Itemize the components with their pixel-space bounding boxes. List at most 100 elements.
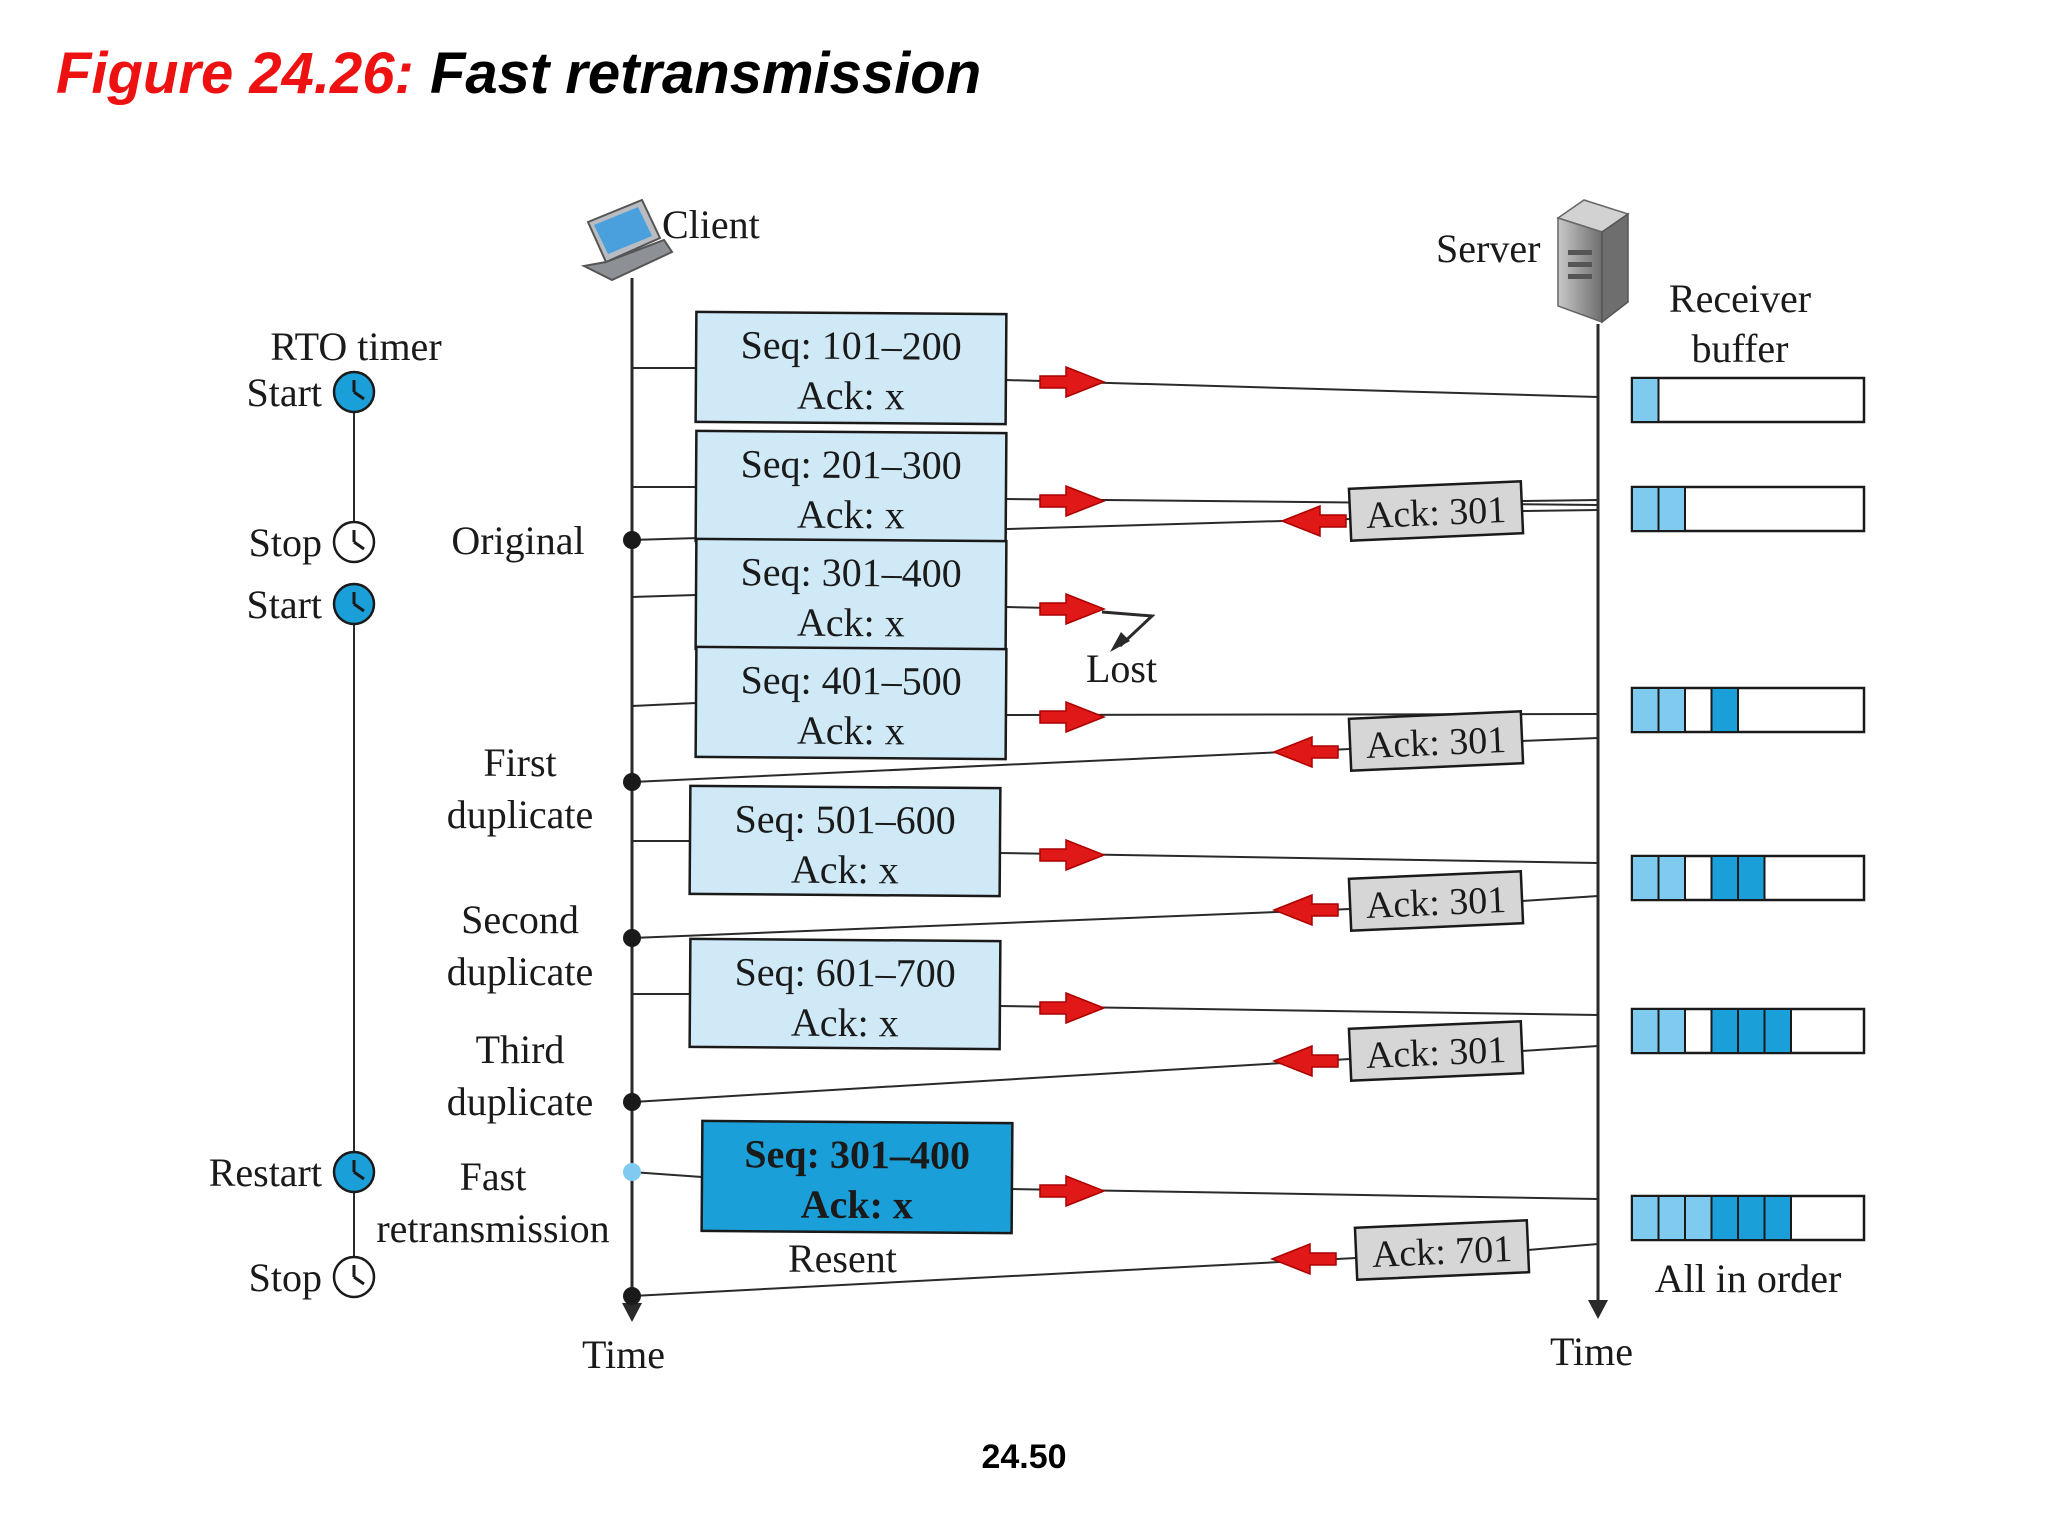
buffer-cell [1631,1195,1660,1241]
buffer-cell [1710,855,1739,901]
segment-seq: Seq: 301–400 [744,1131,970,1178]
red-arrow-right [1039,838,1107,872]
ack-line-from-server [1521,737,1599,742]
rto-timer-stop: Stop [249,1255,376,1300]
fast-retransmit-trigger-dot [623,1163,641,1181]
buffer-cell [1737,1008,1766,1054]
lost-label: Lost [1086,646,1157,691]
buffer-cell [1710,1008,1739,1054]
buffer-frame [1630,376,1866,424]
receiver-buffer [1630,485,1866,533]
rto-timer-start: Start [246,370,376,415]
ack-line-from-server [1521,509,1599,512]
receiver-buffer-states [1630,376,1866,1242]
buffer-cell [1631,687,1660,733]
server-label: Server [1436,226,1540,271]
buffer-cell [1657,687,1686,733]
ack-line-from-server [1521,499,1599,502]
ack-line-from-server [1521,1045,1599,1052]
clock-hand-minute [353,602,365,613]
segment-ack: Ack: x [801,1182,914,1228]
figure-title: Figure 24.26: Fast retransmission [56,40,981,107]
ack-line-to-client [631,1257,1357,1297]
page-number: 24.50 [981,1438,1067,1476]
ack-box [1347,709,1525,773]
ack-event-label: Second [461,897,579,942]
clock-hand-minute [353,540,365,551]
red-arrow-right [1039,700,1107,734]
figure-caption: Fast retransmission [429,41,982,106]
ack-line-from-server [1521,895,1599,902]
buffer-cell [1657,855,1686,901]
buffer-cell [1737,1195,1766,1241]
ack-text: Ack: 301 [1365,1029,1507,1077]
ack-text: Ack: 301 [1365,719,1507,767]
receiver-buffer [1630,376,1866,424]
segment-seq: Seq: 101–200 [740,322,961,369]
segment-seq: Seq: 401–500 [740,657,961,704]
ack-text: Ack: 701 [1371,1228,1513,1276]
resent-label: Resent [788,1236,897,1281]
rto-timer-stop: Stop [249,520,376,565]
segment-line-to-server [1011,1188,1599,1200]
rto-timer-label: Stop [249,1255,322,1300]
ack-packet: Ack: 301 [1347,709,1525,773]
segment-line-to-packet [631,702,697,707]
clock-hand-minute [353,390,365,401]
ack-text: Ack: 301 [1365,879,1507,927]
rto-timer-label: Restart [209,1150,322,1195]
buffer-cell [1657,486,1686,532]
ack-line-to-client [631,908,1351,939]
lost-marker [1101,610,1156,652]
server-time-label: Time [1550,1329,1633,1374]
ack-arrival-dot [623,929,641,947]
segment-ack: Ack: x [791,847,899,893]
red-arrow-left [1279,504,1347,538]
ack-event-label: Third [476,1027,565,1072]
buffer-cell [1657,1008,1686,1054]
ack-event-label: Original [451,518,584,563]
buffer-cell [1710,1195,1739,1241]
receiver-buffer-label-line2: buffer [1692,326,1789,371]
ack-arrival-dot [623,773,641,791]
segment-box [694,310,1008,426]
all-in-order-label: All in order [1655,1256,1842,1301]
red-arrow-right [1039,484,1107,518]
buffer-cell [1631,1008,1660,1054]
buffer-cell [1737,855,1766,901]
ack-arrival-dot [623,1287,641,1305]
red-arrow-left [1269,1242,1337,1276]
client-label: Client [662,202,760,247]
ack-packet: Ack: 301 [1347,869,1525,933]
ack-event-labels: OriginalFirstduplicateSecondduplicateThi… [376,518,609,1251]
ack-packet: Ack: 301 [1347,479,1525,543]
buffer-cell [1631,486,1660,532]
segment-box [700,1119,1014,1235]
receiver-buffer [1630,1194,1866,1242]
server-tower-icon [1556,199,1630,324]
red-arrow-left [1271,735,1339,769]
ack-packet: Ack: 301 [1347,1019,1525,1083]
ack-event-label: First [483,740,556,785]
ack-event-label: duplicate [447,792,594,837]
segment-ack: Ack: x [797,492,905,538]
ack-arrival-dot [623,531,641,549]
ack-text: Ack: 301 [1365,489,1507,537]
ack-box [1347,869,1525,933]
segment-ack: Ack: x [797,708,905,754]
receiver-buffer-label-line1: Receiver [1669,276,1811,321]
ack-event-label: Fast [460,1154,527,1199]
buffer-cell [1631,377,1660,423]
segment-ack: Ack: x [797,373,905,419]
red-arrow-right [1039,991,1107,1025]
ack-line-to-client [631,1058,1351,1103]
segment-ack: Ack: x [797,600,905,646]
red-arrow-right [1039,592,1107,626]
